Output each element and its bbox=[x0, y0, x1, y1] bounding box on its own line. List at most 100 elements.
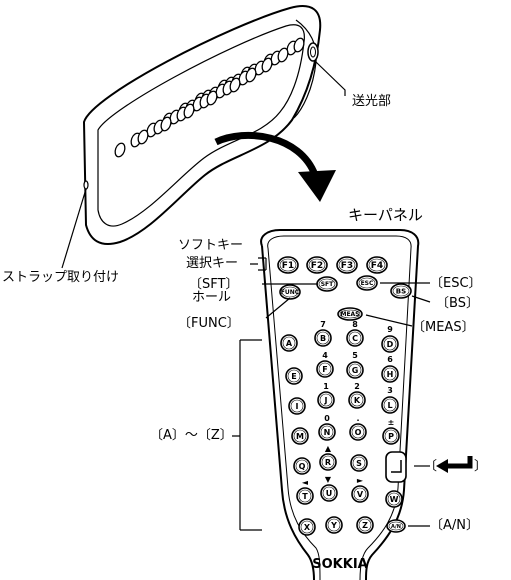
side-key bbox=[245, 67, 257, 83]
key-f2-text: F2 bbox=[311, 261, 323, 271]
sub-label-10: . bbox=[356, 414, 359, 423]
key-h-text: H bbox=[387, 370, 394, 379]
keypanel-label: キーパネル bbox=[348, 206, 423, 224]
key-y-text: Y bbox=[330, 521, 337, 530]
key-u[interactable]: U bbox=[320, 484, 338, 502]
key-f3[interactable]: F3 bbox=[336, 256, 358, 274]
emitter-label: 送光部 bbox=[352, 94, 392, 109]
leader-lines bbox=[61, 61, 431, 531]
key-meas[interactable]: MEAS bbox=[337, 307, 363, 321]
side-key bbox=[183, 103, 195, 119]
sub-label-0: 7 bbox=[320, 320, 326, 329]
key-g[interactable]: G bbox=[346, 361, 364, 379]
key-k-text: K bbox=[354, 396, 361, 405]
key-a[interactable]: A bbox=[280, 334, 298, 352]
key-d-text: D bbox=[387, 340, 394, 349]
key-b[interactable]: B bbox=[314, 329, 332, 347]
sub-label-7: 2 bbox=[354, 382, 360, 391]
key-e[interactable]: E bbox=[285, 367, 303, 385]
key-func[interactable]: FUNC bbox=[279, 284, 301, 300]
key-t[interactable]: T bbox=[296, 487, 314, 505]
key-i-text: I bbox=[296, 402, 299, 411]
key-sft[interactable]: SFT bbox=[316, 276, 338, 292]
key-b-text: B bbox=[320, 334, 326, 343]
sub-label-6: 1 bbox=[323, 382, 329, 391]
key-a-text: A bbox=[286, 339, 293, 348]
direction-arrow bbox=[214, 131, 336, 202]
key-bs-text: BS bbox=[396, 287, 406, 295]
key-j[interactable]: J bbox=[317, 391, 335, 409]
key-f1-text: F1 bbox=[282, 261, 294, 271]
key-c-text: C bbox=[352, 334, 358, 343]
sub-label-5: 6 bbox=[387, 355, 393, 364]
key-bs[interactable]: BS bbox=[390, 283, 412, 299]
key-x[interactable]: X bbox=[298, 518, 316, 536]
key-w[interactable]: W bbox=[385, 490, 403, 508]
softkey-label-line1: ソフトキー bbox=[178, 238, 244, 253]
key-enter[interactable] bbox=[385, 451, 407, 483]
key-i[interactable]: I bbox=[288, 397, 306, 415]
softkey-label-line2: 選択キー bbox=[186, 256, 239, 271]
key-x-text: X bbox=[304, 523, 311, 532]
key-m-text: M bbox=[296, 432, 304, 441]
key-p[interactable]: P bbox=[382, 427, 400, 445]
enter-label-close: 〕 bbox=[474, 459, 488, 474]
key-c[interactable]: C bbox=[346, 329, 364, 347]
key-s-text: S bbox=[356, 459, 362, 468]
key-f4-text: F4 bbox=[371, 261, 383, 271]
key-f4[interactable]: F4 bbox=[366, 256, 388, 274]
key-sft-text: SFT bbox=[321, 281, 334, 288]
key-j-text: J bbox=[324, 396, 328, 405]
key-l[interactable]: L bbox=[381, 396, 399, 414]
strap-label-line2: ホール bbox=[192, 290, 232, 305]
key-o[interactable]: O bbox=[349, 423, 367, 441]
key-f1[interactable]: F1 bbox=[277, 256, 299, 274]
key-n-text: N bbox=[324, 428, 331, 437]
key-r[interactable]: R bbox=[319, 453, 337, 471]
key-z-text: Z bbox=[362, 521, 368, 530]
sub-label-1: 8 bbox=[352, 320, 358, 329]
side-key bbox=[206, 90, 218, 106]
strap-label-line1: ストラップ取り付け bbox=[2, 270, 120, 285]
func-label: 〔FUNC〕 bbox=[178, 316, 240, 331]
key-o-text: O bbox=[355, 428, 362, 437]
key-an-text: A/N bbox=[391, 524, 401, 530]
key-y[interactable]: Y bbox=[325, 516, 343, 534]
key-f2[interactable]: F2 bbox=[306, 256, 328, 274]
key-n[interactable]: N bbox=[318, 423, 336, 441]
meas-label: 〔MEAS〕 bbox=[412, 320, 475, 335]
side-key bbox=[277, 47, 289, 63]
sub-label-4: 5 bbox=[352, 351, 358, 360]
key-f3-text: F3 bbox=[341, 261, 353, 271]
key-z[interactable]: Z bbox=[356, 516, 374, 534]
brand-logo: SOKKIA bbox=[312, 557, 367, 572]
key-h[interactable]: H bbox=[381, 365, 399, 383]
sub-label-2: 9 bbox=[387, 325, 393, 334]
esc-label: 〔ESC〕 bbox=[430, 276, 482, 291]
key-v[interactable]: V bbox=[351, 485, 369, 503]
key-esc[interactable]: ESC bbox=[356, 275, 378, 291]
key-k[interactable]: K bbox=[348, 391, 366, 409]
key-s[interactable]: S bbox=[350, 454, 368, 472]
key-m[interactable]: M bbox=[291, 427, 309, 445]
key-q[interactable]: Q bbox=[293, 457, 311, 475]
key-func-text: FUNC bbox=[281, 289, 300, 296]
key-w-text: W bbox=[390, 495, 399, 504]
sft-label: 〔SFT〕 bbox=[189, 277, 239, 292]
sub-label-15: ◄ bbox=[302, 478, 309, 487]
side-key bbox=[229, 77, 241, 93]
key-an[interactable]: A/N bbox=[386, 519, 406, 533]
side-key bbox=[261, 57, 273, 73]
sub-label-11: ± bbox=[388, 418, 395, 427]
bs-label: 〔BS〕 bbox=[436, 296, 479, 311]
key-f[interactable]: F bbox=[316, 360, 334, 378]
key-meas-text: MEAS bbox=[340, 311, 359, 318]
key-d[interactable]: D bbox=[381, 335, 399, 353]
side-key bbox=[137, 129, 149, 145]
key-v-text: V bbox=[357, 490, 364, 499]
key-u-text: U bbox=[326, 489, 333, 498]
sub-label-13: ▼ bbox=[325, 475, 332, 484]
